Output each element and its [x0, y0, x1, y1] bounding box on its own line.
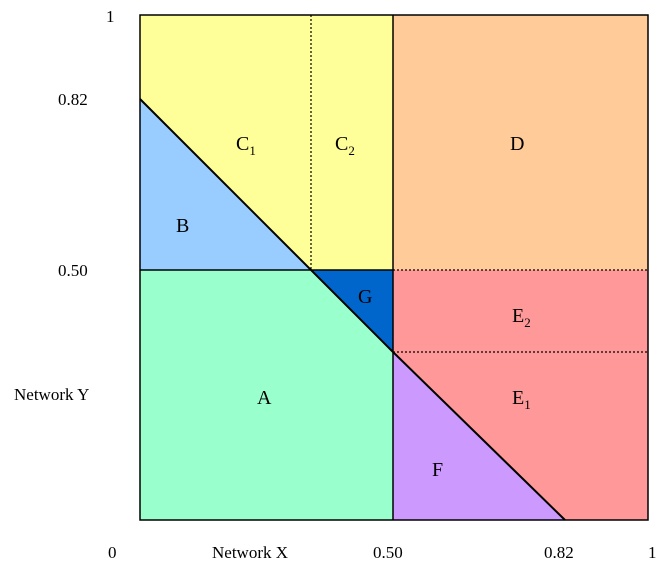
- plot-frame: [139, 14, 649, 521]
- region-d-fill: [393, 15, 648, 270]
- y-tick-082: 0.82: [58, 90, 88, 109]
- region-d-label: D: [510, 133, 524, 155]
- x-tick-1: 1: [648, 543, 656, 562]
- region-b-label: B: [176, 215, 189, 237]
- y-axis-label: Network Y: [14, 385, 89, 404]
- region-e1-label: E1: [512, 387, 531, 412]
- x-tick-082: 0.82: [544, 543, 574, 562]
- y-tick-050: 0.50: [58, 261, 88, 280]
- region-a-fill: [140, 270, 393, 520]
- region-a-label: A: [257, 387, 272, 409]
- x-axis-label: Network X: [212, 543, 288, 562]
- region-c2-label: C2: [335, 133, 355, 158]
- x-tick-050: 0.50: [373, 543, 403, 562]
- diagonal-upper: [139, 98, 394, 353]
- region-e2-label: E2: [512, 305, 531, 330]
- region-g-label: G: [358, 286, 372, 308]
- x-tick-0: 0: [108, 543, 117, 562]
- region-c1-label: C1: [236, 133, 256, 158]
- y-tick-1: 1: [106, 7, 115, 26]
- diagonal-lower: [392, 351, 566, 521]
- region-f-label: F: [432, 459, 443, 481]
